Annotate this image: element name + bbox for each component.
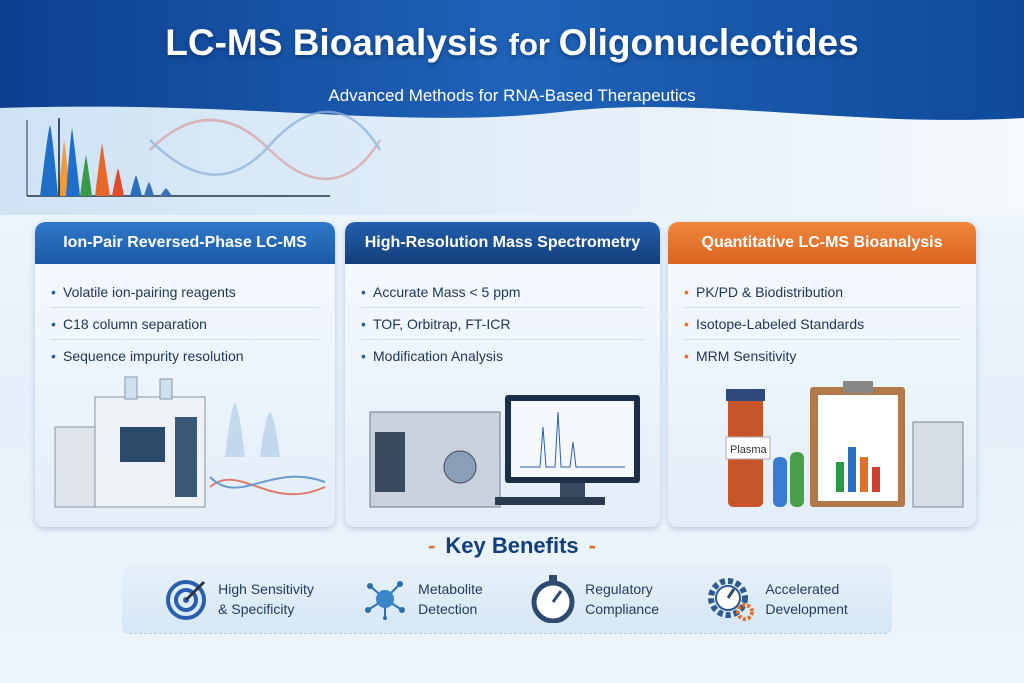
card-hrms: High-Resolution Mass Spectrometry Accura… — [345, 222, 660, 527]
dna-helix-illustration — [149, 110, 382, 181]
molecule-icon — [365, 580, 406, 620]
target-icon — [166, 579, 207, 620]
bullet-item: TOF, Orbitrap, FT-ICR — [361, 308, 644, 340]
bullet-item: Accurate Mass < 5 ppm — [361, 276, 644, 308]
bullet-item: Volatile ion-pairing reagents — [51, 276, 319, 308]
bullet-item: C18 column separation — [51, 308, 319, 340]
benefit-sensitivity: High Sensitivity & Specificity — [166, 578, 314, 620]
key-benefits-heading: -Key Benefits- — [428, 533, 596, 558]
card-quantitative: Quantitative LC-MS Bioanalysis PK/PD & B… — [668, 222, 976, 527]
benefit-label: Compliance — [585, 600, 660, 617]
benefit-label: Metabolite — [418, 580, 483, 597]
plasma-vial-label: Plasma — [730, 444, 768, 456]
bullet-item: Sequence impurity resolution — [51, 340, 319, 371]
benefit-label: Accelerated — [765, 580, 840, 597]
benefits-panel: High Sensitivity & Specificity Metabolite… — [122, 564, 892, 634]
bullet-item: Modification Analysis — [361, 340, 644, 371]
lc-instrument-illustration — [54, 376, 326, 508]
benefit-label: & Specificity — [218, 600, 295, 617]
mass-spectrometer-illustration — [369, 395, 640, 508]
header-background — [0, 0, 1024, 215]
card-title: High-Resolution Mass Spectrometry — [345, 222, 660, 264]
header-banner: LC-MS Bioanalysis for Oligonucleotides A… — [0, 0, 1024, 215]
bullet-item: MRM Sensitivity — [684, 340, 960, 371]
stopwatch-icon — [531, 574, 575, 623]
page-title: LC-MS Bioanalysis for Oligonucleotides — [165, 22, 859, 63]
benefit-label: Development — [765, 600, 848, 617]
benefit-label: Detection — [418, 600, 478, 617]
card-title: Quantitative LC-MS Bioanalysis — [668, 222, 976, 264]
benefit-label: Regulatory — [585, 580, 653, 597]
benefit-label: High Sensitivity — [218, 580, 314, 597]
card-ion-pair: Ion-Pair Reversed-Phase LC-MS Volatile i… — [35, 222, 335, 527]
page-subtitle: Advanced Methods for RNA-Based Therapeut… — [328, 86, 696, 105]
bullet-item: PK/PD & Biodistribution — [684, 276, 960, 308]
chromatogram-illustration — [26, 118, 330, 197]
bullet-item: Isotope-Labeled Standards — [684, 308, 960, 340]
card-title: Ion-Pair Reversed-Phase LC-MS — [35, 222, 335, 264]
bioanalysis-illustration: Plasma — [725, 381, 964, 508]
gear-gauge-icon — [708, 577, 755, 621]
